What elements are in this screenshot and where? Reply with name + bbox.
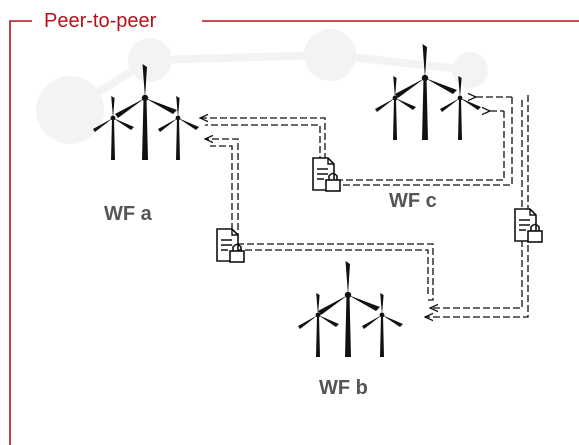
locked-document-icon bbox=[514, 208, 543, 243]
frame-border bbox=[9, 20, 579, 445]
background-network-decoration bbox=[36, 29, 488, 144]
link-b-to-c bbox=[425, 95, 529, 317]
locked-document-icon bbox=[216, 228, 245, 263]
farm-label-b: WF b bbox=[319, 377, 368, 399]
link-c-to-a bbox=[200, 97, 513, 186]
farm-label-c: WF c bbox=[389, 190, 437, 212]
frame-title: Peer-to-peer bbox=[40, 10, 161, 32]
wind-farm-a-turbines-icon bbox=[93, 64, 199, 160]
farm-label-a: WF a bbox=[104, 203, 152, 225]
wind-farm-b-turbines-icon bbox=[298, 261, 403, 357]
locked-document-icon bbox=[312, 157, 341, 192]
